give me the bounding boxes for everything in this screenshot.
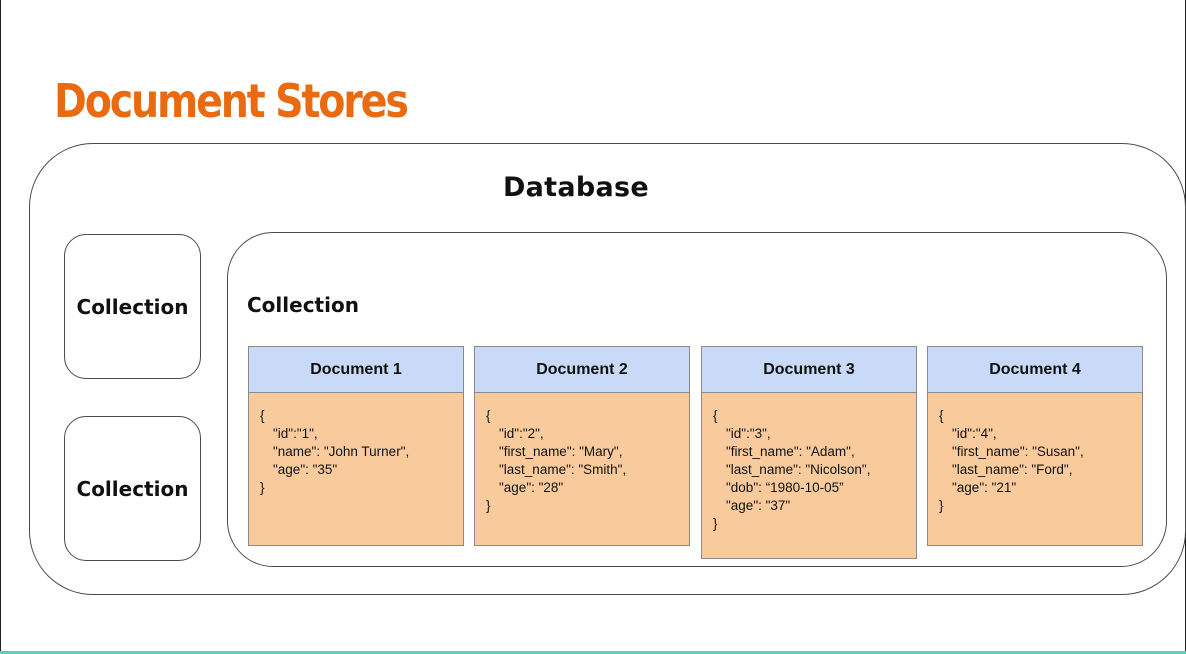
document-title: Document 2 bbox=[475, 347, 689, 393]
json-field: "age": "37" bbox=[726, 498, 791, 513]
collection-box-2: Collection bbox=[64, 416, 201, 561]
collection-box-1: Collection bbox=[64, 234, 201, 379]
json-open-brace: { bbox=[713, 408, 718, 423]
json-field: "id":"3", bbox=[726, 426, 771, 441]
json-open-brace: { bbox=[939, 408, 944, 423]
json-field: "id":"1", bbox=[273, 426, 318, 441]
document-title: Document 4 bbox=[928, 347, 1142, 393]
document-body: { "id":"2", "first_name": "Mary", "last_… bbox=[475, 393, 689, 545]
bottom-accent-bar bbox=[0, 651, 1186, 654]
json-close-brace: } bbox=[486, 498, 491, 513]
json-close-brace: } bbox=[260, 480, 265, 495]
json-field: "age": "35" bbox=[273, 462, 338, 477]
json-field: "age": "21" bbox=[952, 480, 1017, 495]
collection-label: Collection bbox=[76, 294, 189, 319]
json-field: "last_name": "Nicolson", bbox=[726, 462, 871, 477]
document-title: Document 3 bbox=[702, 347, 916, 393]
json-field: "first_name": "Adam", bbox=[726, 444, 855, 459]
collection-main-container bbox=[227, 232, 1167, 567]
document-body: { "id":"4", "first_name": "Susan", "last… bbox=[928, 393, 1142, 545]
json-open-brace: { bbox=[486, 408, 491, 423]
document-body: { "id":"3", "first_name": "Adam", "last_… bbox=[702, 393, 916, 558]
database-label: Database bbox=[502, 172, 650, 203]
document-card-4: Document 4 { "id":"4", "first_name": "Su… bbox=[927, 346, 1143, 546]
slide-title: Document Stores bbox=[54, 74, 409, 128]
json-open-brace: { bbox=[260, 408, 265, 423]
json-field: "last_name": "Ford", bbox=[952, 462, 1073, 477]
document-title: Document 1 bbox=[249, 347, 463, 393]
json-field: "first_name": "Mary", bbox=[499, 444, 623, 459]
json-field: "last_name": "Smith", bbox=[499, 462, 627, 477]
collection-main-label: Collection bbox=[247, 293, 359, 317]
json-field: "id":"2", bbox=[499, 426, 544, 441]
json-close-brace: } bbox=[939, 498, 944, 513]
document-card-2: Document 2 { "id":"2", "first_name": "Ma… bbox=[474, 346, 690, 546]
document-card-3: Document 3 { "id":"3", "first_name": "Ad… bbox=[701, 346, 917, 559]
json-field: "id":"4", bbox=[952, 426, 997, 441]
document-card-1: Document 1 { "id":"1", "name": "John Tur… bbox=[248, 346, 464, 546]
json-field: "dob": “1980-10-05” bbox=[726, 480, 844, 495]
json-field: "name": "John Turner", bbox=[273, 444, 410, 459]
collection-label: Collection bbox=[76, 476, 189, 501]
json-field: "age": "28" bbox=[499, 480, 564, 495]
json-close-brace: } bbox=[713, 516, 718, 531]
document-body: { "id":"1", "name": "John Turner", "age"… bbox=[249, 393, 463, 545]
json-field: "first_name": "Susan", bbox=[952, 444, 1084, 459]
